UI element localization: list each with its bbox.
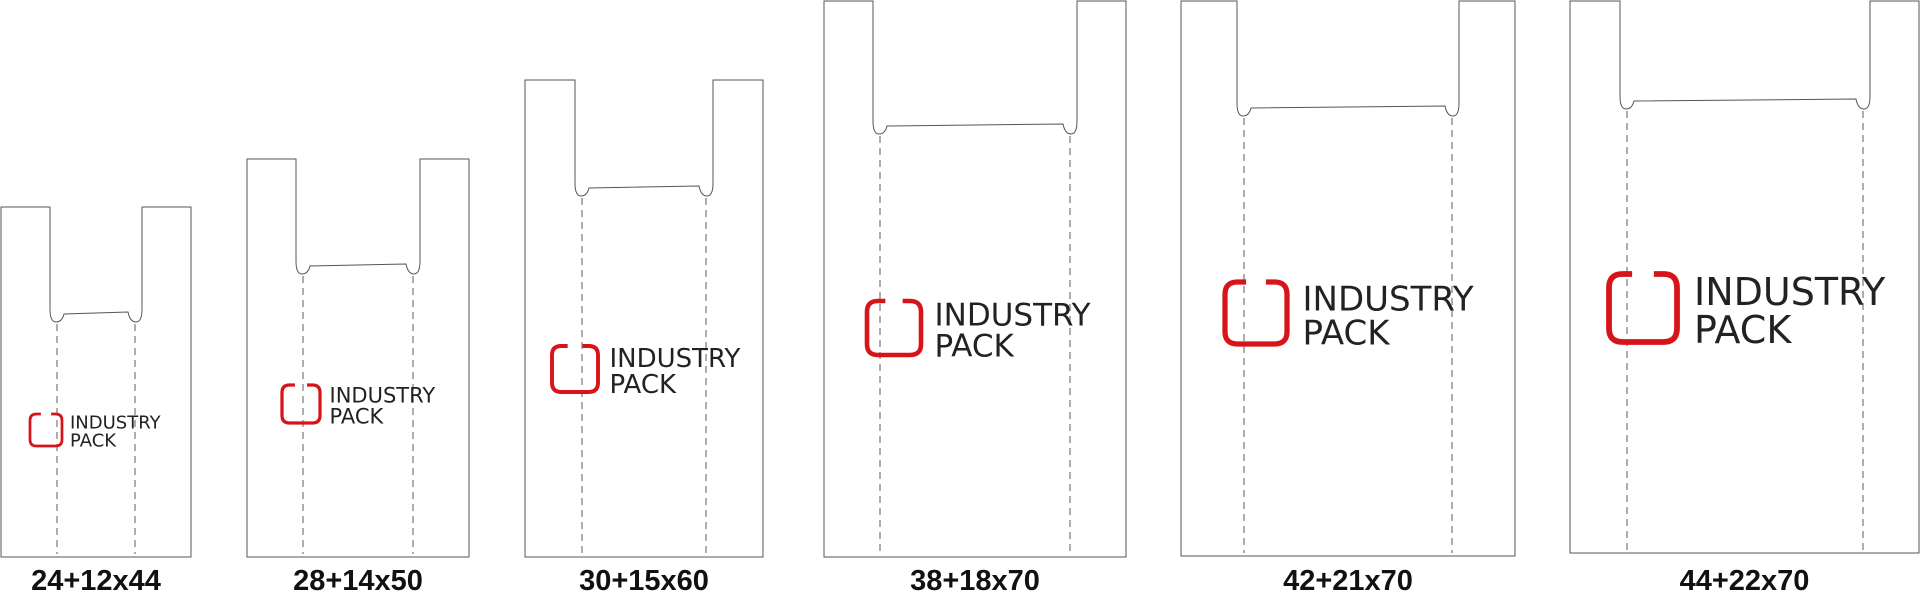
brand-text-line1: INDUSTRY [935,298,1091,334]
brand-logo-icon [28,412,64,448]
brand-logo-icon [550,344,600,394]
brand-logo-icon [1606,271,1680,345]
bag-outline [1180,0,1516,557]
brand-text-line2: PACK [330,404,385,428]
size-label: 24+12x44 [31,565,161,597]
brand-text-line1: INDUSTRY [70,413,162,434]
brand-logo-icon [864,298,924,358]
brand-text-line1: INDUSTRY [330,383,436,407]
bag-outline [0,206,192,558]
size-label: 44+22x70 [1680,565,1810,597]
bag-outline [246,158,470,558]
brand-text-line1: INDUSTRY [610,344,741,374]
brand-logo-icon [280,383,322,425]
bag-outline [1569,0,1920,554]
brand-text-line2: PACK [1694,308,1792,352]
size-label: 42+21x70 [1283,565,1413,597]
brand-text-line1: INDUSTRY [1303,279,1474,319]
brand-logo-icon [1222,279,1290,347]
brand-text-line2: PACK [70,431,117,452]
bag-outline [823,0,1127,558]
size-label: 38+18x70 [910,565,1040,597]
brand-text-line2: PACK [610,370,677,400]
brand-text-line2: PACK [1303,313,1392,353]
bag-outline [524,79,764,558]
brand-text-line1: INDUSTRY [1694,270,1886,314]
size-label: 30+15x60 [579,565,709,597]
brand-text-line2: PACK [935,329,1015,365]
size-label: 28+14x50 [293,565,423,597]
